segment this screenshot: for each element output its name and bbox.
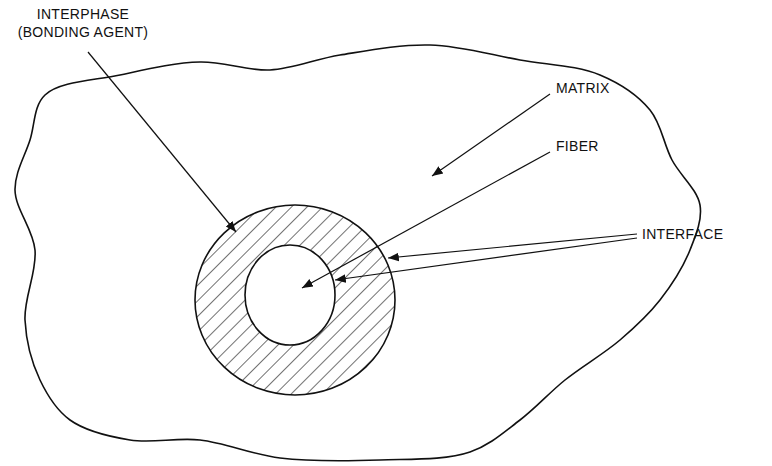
leader-line [88, 52, 236, 232]
fiber-section [245, 245, 335, 345]
part-label: MATRIX [556, 80, 610, 98]
leader-line [432, 94, 550, 176]
part-label: FIBER [556, 138, 599, 156]
interphase-ring [195, 205, 395, 395]
part-label: INTERPHASE (BONDING AGENT) [8, 6, 158, 41]
leader-line [388, 234, 637, 258]
leader-line [335, 238, 637, 280]
matrix-outline [15, 45, 701, 461]
part-label: INTERFACE [642, 226, 723, 244]
